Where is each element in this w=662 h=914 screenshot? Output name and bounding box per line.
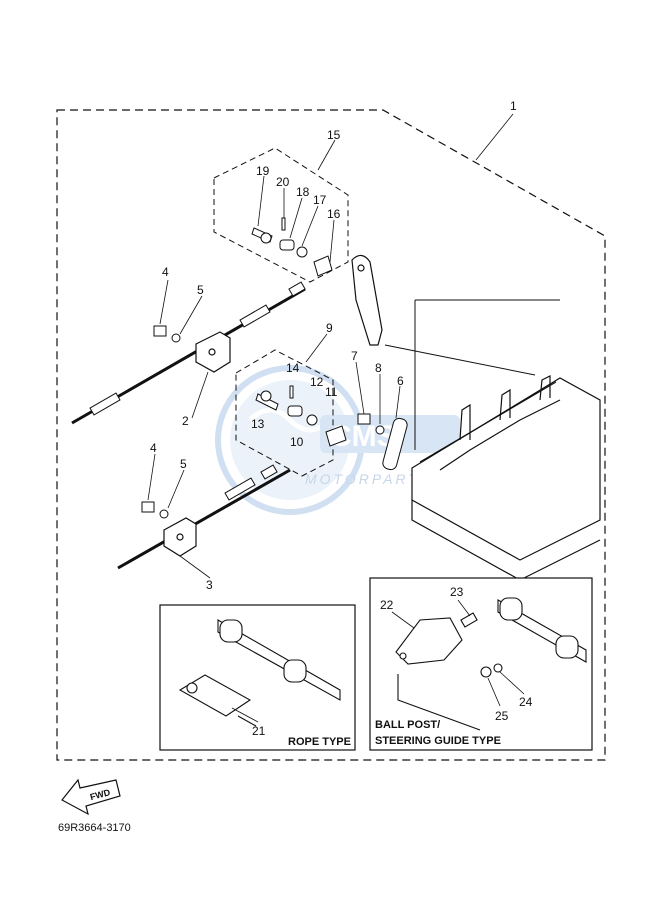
part-number-5-lower: 5 bbox=[180, 457, 187, 471]
part-number-18: 18 bbox=[296, 185, 310, 199]
lower-cable bbox=[117, 464, 291, 570]
part-number-17: 17 bbox=[313, 193, 327, 207]
subassembly-15-parts bbox=[251, 217, 333, 277]
bolt-7 bbox=[357, 413, 371, 425]
cable-bracket-3 bbox=[163, 517, 197, 557]
steering-guide-label: STEERING GUIDE TYPE bbox=[375, 735, 501, 747]
ball-post-drawing bbox=[395, 597, 587, 731]
part-number-4-upper: 4 bbox=[162, 265, 169, 279]
part-number-labels: 1 15 19 20 18 17 16 4 5 9 7 8 14 6 12 11… bbox=[150, 99, 533, 738]
part-number-25: 25 bbox=[495, 709, 509, 723]
subassembly-9-parts bbox=[255, 385, 347, 447]
throttle-lever bbox=[351, 254, 383, 346]
part-number-6: 6 bbox=[397, 374, 404, 388]
rope-type-label: ROPE TYPE bbox=[288, 736, 351, 748]
ball-post-label: BALL POST/ bbox=[375, 719, 440, 731]
inset-leader-lines bbox=[231, 599, 525, 723]
inset-rope-type-box bbox=[159, 604, 356, 751]
part-number-14: 14 bbox=[286, 361, 300, 375]
fwd-arrow-icon: FWD bbox=[61, 778, 121, 816]
part-number-7: 7 bbox=[351, 349, 358, 363]
washer-8 bbox=[375, 425, 385, 435]
drawing-code: 69R3664-3170 bbox=[58, 822, 131, 834]
part-number-23: 23 bbox=[450, 585, 464, 599]
part-number-8: 8 bbox=[375, 361, 382, 375]
assembly-boundary bbox=[56, 109, 606, 761]
engine-cowling bbox=[411, 375, 601, 581]
part-number-21: 21 bbox=[252, 724, 266, 738]
inset-ball-post-box bbox=[369, 577, 593, 751]
upper-cable bbox=[71, 281, 306, 425]
part-number-9: 9 bbox=[326, 321, 333, 335]
cable-bracket-2 bbox=[195, 331, 231, 373]
leader-lines bbox=[147, 113, 514, 579]
watermark-text: MOTORPARTS bbox=[305, 471, 432, 487]
part-number-10: 10 bbox=[290, 435, 304, 449]
part-number-24: 24 bbox=[519, 695, 533, 709]
link-plate-6 bbox=[382, 417, 408, 471]
washer-5-upper bbox=[171, 333, 181, 343]
washer-5-lower bbox=[159, 509, 169, 519]
subassembly-9-boundary bbox=[235, 349, 334, 477]
part-number-16: 16 bbox=[327, 207, 341, 221]
leader-lever-cowling bbox=[384, 344, 536, 376]
part-number-11: 11 bbox=[325, 385, 338, 399]
part-number-1: 1 bbox=[510, 99, 517, 113]
part-number-4-lower: 4 bbox=[150, 441, 157, 455]
bolt-4-lower bbox=[141, 501, 155, 513]
rope-guide-drawing bbox=[178, 619, 341, 727]
bolt-4-upper bbox=[153, 325, 167, 337]
part-number-20: 20 bbox=[276, 175, 290, 189]
part-number-3: 3 bbox=[206, 578, 213, 592]
part-number-13: 13 bbox=[251, 417, 265, 431]
part-number-15: 15 bbox=[327, 128, 341, 142]
part-number-19: 19 bbox=[256, 164, 270, 178]
part-number-22: 22 bbox=[380, 598, 394, 612]
part-number-2: 2 bbox=[182, 414, 189, 428]
part-number-12: 12 bbox=[310, 375, 324, 389]
part-number-5-upper: 5 bbox=[197, 283, 204, 297]
subassembly-15-boundary bbox=[213, 147, 349, 283]
